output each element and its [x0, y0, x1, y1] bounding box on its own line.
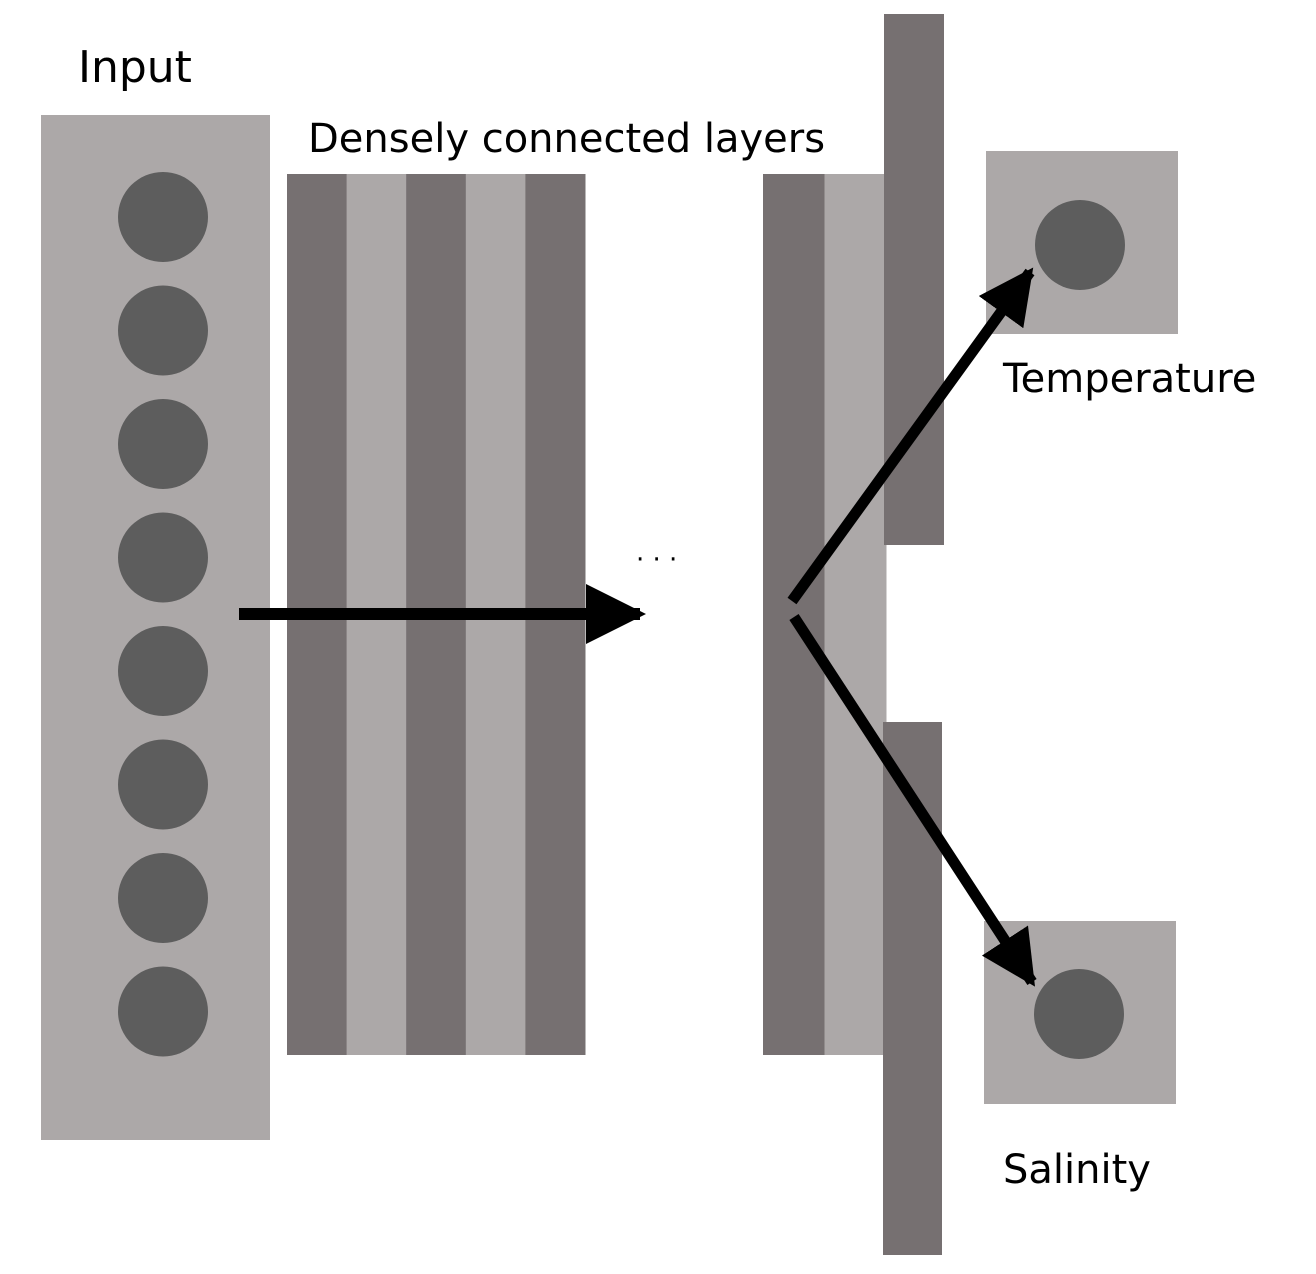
salinity-output [984, 921, 1176, 1104]
input-node [118, 853, 208, 943]
temperature-output-node [1035, 200, 1125, 290]
salinity-output-node [1034, 969, 1124, 1059]
salinity-head-bar [883, 722, 942, 1255]
input-node [118, 966, 208, 1057]
temperature-label: Temperature [1002, 356, 1256, 402]
input-node [118, 512, 208, 603]
input-node [118, 626, 208, 716]
salinity-label: Salinity [1003, 1147, 1151, 1193]
final-dense-block [763, 174, 887, 1055]
input-node [118, 285, 208, 376]
input-nodes [118, 172, 208, 1057]
input-label: Input [78, 42, 192, 93]
input-node [118, 399, 208, 489]
input-block [41, 115, 270, 1140]
input-node [118, 739, 208, 830]
ellipsis-label: · · · [636, 545, 677, 575]
final-layer-stripe [763, 174, 825, 1055]
temperature-arrow [787, 267, 1035, 605]
temperature-output [986, 151, 1178, 334]
dense-layers-label: Densely connected layers [308, 116, 825, 162]
salinity-arrow [789, 613, 1037, 987]
input-node [118, 172, 208, 262]
final-layer-stripe [824, 174, 887, 1055]
